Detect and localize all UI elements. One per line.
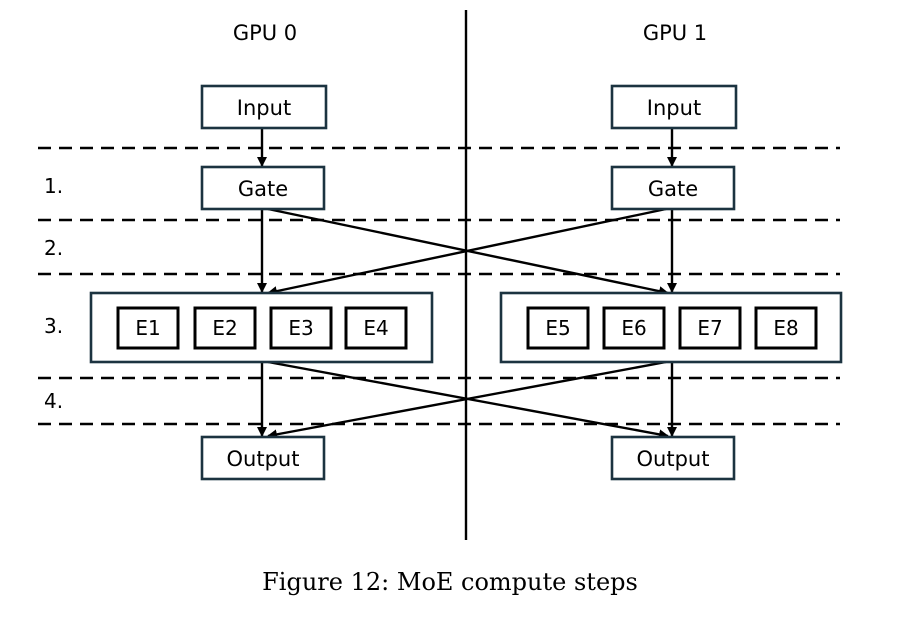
gate-box-gpu0 <box>200 165 326 211</box>
expert-box <box>193 306 257 350</box>
expert-box <box>754 306 818 350</box>
expert-label: E2 <box>212 316 237 340</box>
expert-label: E8 <box>773 316 798 340</box>
gate-box-gpu1 <box>610 165 736 211</box>
gate-label-gpu1: Gate <box>648 177 698 201</box>
input-box-gpu0 <box>200 84 328 130</box>
expert-label: E5 <box>545 316 570 340</box>
expert-label: E7 <box>697 316 722 340</box>
input-label-gpu1: Input <box>647 96 701 120</box>
expert-label: E4 <box>363 316 388 340</box>
expert-box <box>678 306 742 350</box>
expert-box <box>602 306 666 350</box>
input-box-gpu1 <box>610 84 738 130</box>
arrow-gate1-to-experts-gpu0 <box>267 207 667 297</box>
expert-label: E3 <box>288 316 313 340</box>
step-label-3: 3. <box>44 314 63 338</box>
gpu-0-label: GPU 0 <box>233 21 297 45</box>
expert-box <box>269 306 333 350</box>
step-label-1: 1. <box>44 174 63 198</box>
output-label-gpu0: Output <box>227 447 300 471</box>
expert-box <box>526 306 590 350</box>
output-box-gpu1 <box>610 435 736 481</box>
expert-label: E1 <box>135 316 160 340</box>
step-label-4: 4. <box>44 389 63 413</box>
arrow-experts1-to-output-gpu0 <box>267 360 667 440</box>
gate-label-gpu0: Gate <box>238 177 288 201</box>
output-label-gpu1: Output <box>637 447 710 471</box>
expert-label: E6 <box>621 316 646 340</box>
expert-box <box>116 306 180 350</box>
gpu-1-label: GPU 1 <box>643 21 707 45</box>
expert-box <box>344 306 408 350</box>
input-label-gpu0: Input <box>237 96 291 120</box>
figure-caption: Figure 12: MoE compute steps <box>262 568 638 596</box>
step-label-2: 2. <box>44 236 63 260</box>
output-box-gpu0 <box>200 435 326 481</box>
